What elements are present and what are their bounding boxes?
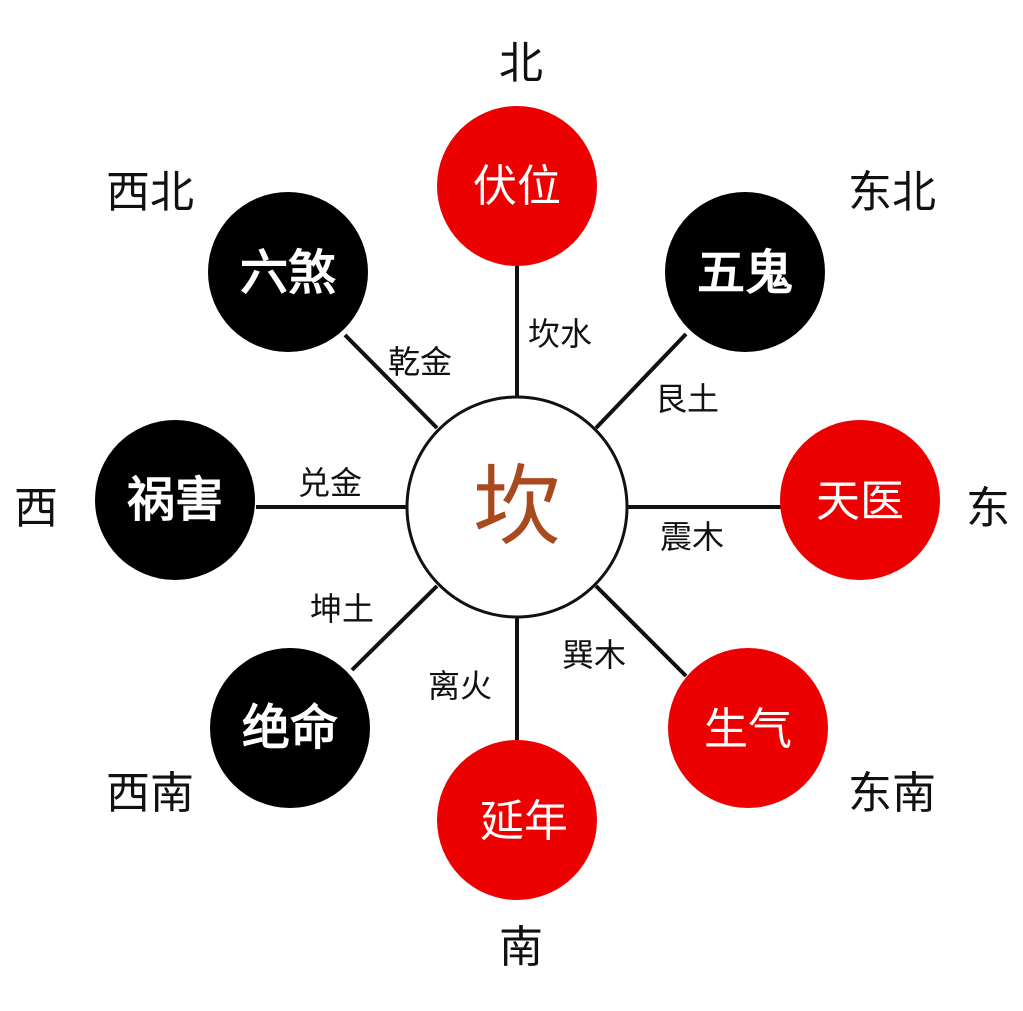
node-southeast-star: 生气 bbox=[704, 704, 792, 755]
spoke-southwest bbox=[350, 584, 439, 672]
direction-east: 东 bbox=[966, 483, 1010, 534]
node-north-star: 伏位 bbox=[473, 161, 561, 212]
spokes bbox=[256, 265, 782, 740]
trigram-southeast: 巽木 bbox=[562, 636, 626, 674]
node-southwest-star: 绝命 bbox=[242, 700, 338, 756]
node-southwest: 绝命 bbox=[210, 648, 370, 808]
direction-west: 西 bbox=[14, 483, 58, 534]
node-northeast-circle bbox=[665, 192, 825, 352]
node-northwest: 六煞 bbox=[208, 192, 368, 352]
direction-northwest: 西北 bbox=[106, 167, 194, 218]
direction-south: 南 bbox=[499, 922, 543, 973]
trigram-northeast: 艮土 bbox=[655, 380, 719, 418]
center-circle bbox=[405, 395, 629, 619]
trigram-east: 震木 bbox=[660, 518, 724, 556]
node-southeast: 生气 bbox=[668, 648, 828, 808]
spoke-southeast bbox=[594, 584, 688, 678]
node-west-circle bbox=[95, 420, 255, 580]
direction-southwest: 西南 bbox=[106, 768, 194, 819]
node-south-star: 延年 bbox=[480, 796, 568, 847]
node-east-circle bbox=[780, 420, 940, 580]
node-south-circle bbox=[437, 740, 597, 900]
spoke-northeast bbox=[594, 332, 688, 430]
direction-north: 北 bbox=[499, 38, 543, 89]
trigram-northwest: 乾金 bbox=[388, 343, 452, 381]
spoke-northwest bbox=[343, 333, 439, 430]
node-southwest-circle bbox=[210, 648, 370, 808]
node-northwest-star: 六煞 bbox=[240, 245, 336, 301]
node-southeast-circle bbox=[668, 648, 828, 808]
node-northeast-star: 五鬼 bbox=[697, 245, 793, 301]
center-label: 坎 bbox=[473, 455, 561, 558]
node-west-star: 祸害 bbox=[127, 472, 223, 528]
trigram-north: 坎水 bbox=[528, 315, 592, 353]
node-south: 延年 bbox=[437, 740, 597, 900]
direction-southeast: 东南 bbox=[848, 768, 936, 819]
node-east-star: 天医 bbox=[816, 476, 904, 527]
trigram-south: 离火 bbox=[428, 667, 492, 705]
node-northeast: 五鬼 bbox=[665, 192, 825, 352]
node-northwest-circle bbox=[208, 192, 368, 352]
trigram-southwest: 坤土 bbox=[310, 590, 374, 628]
trigram-west: 兑金 bbox=[298, 464, 362, 502]
direction-northeast: 东北 bbox=[848, 167, 936, 218]
node-north: 伏位 bbox=[437, 106, 597, 266]
node-west: 祸害 bbox=[95, 420, 255, 580]
node-east: 天医 bbox=[780, 420, 940, 580]
node-north-circle bbox=[437, 106, 597, 266]
